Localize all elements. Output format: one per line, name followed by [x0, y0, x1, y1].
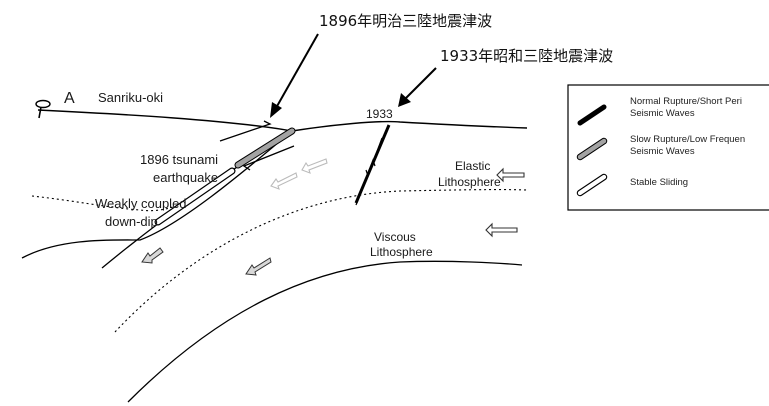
eq-1896-label-line2: earthquake — [153, 170, 218, 185]
seafloor-line — [37, 109, 528, 132]
elastic-viscous-boundary — [114, 189, 528, 333]
legend-slow-line2: Seismic Waves — [630, 146, 695, 157]
legend-stable-line1: Stable Sliding — [630, 177, 688, 188]
arrow-1896-shaft — [275, 33, 319, 109]
legend-slow-line1: Slow Rupture/Low Frequen — [630, 134, 745, 145]
tsunami-1896-annotation: 1896年明治三陸地震津波 — [319, 12, 492, 30]
location-label: Sanriku-oki — [98, 90, 163, 105]
legend-swatch-normal — [577, 104, 607, 126]
slow-rupture-segment — [235, 128, 295, 168]
legend-box — [567, 84, 769, 211]
legend-swatch-slow — [577, 138, 607, 160]
elastic-label-line2: Lithosphere — [438, 175, 501, 189]
map-pin-icon — [35, 99, 51, 119]
legend: Normal Rupture/Short Peri Seismic Waves … — [567, 84, 769, 211]
slab-arrow-deep — [245, 257, 272, 276]
eq-1896-label-line1: 1896 tsunami — [140, 152, 218, 167]
arrow-1896-head — [270, 102, 282, 118]
legend-normal-line2: Seismic Waves — [630, 108, 695, 119]
profile-label: A — [64, 90, 75, 107]
elastic-plate-motion-arrow — [496, 167, 525, 183]
normal-fault-arrow-right — [355, 158, 376, 206]
slab-arrow-shallow — [141, 247, 164, 264]
shear-arrow-lower — [242, 145, 295, 171]
slab-bottom-surface — [127, 260, 523, 403]
slab-arrow-faint-upper — [301, 158, 328, 174]
stable-sliding-segment — [155, 168, 235, 225]
elastic-label-line1: Elastic — [455, 159, 490, 173]
legend-swatch-stable — [577, 174, 607, 196]
arrow-1933-head — [398, 93, 411, 107]
viscous-plate-motion-arrow — [485, 222, 518, 238]
year-1933-label: 1933 — [366, 107, 393, 121]
weak-coupling-label-line2: down-dip — [105, 214, 158, 229]
overriding-plate-boundary — [21, 130, 293, 259]
normal-fault-arrow-left — [365, 137, 383, 178]
arrow-1933-shaft — [404, 67, 437, 100]
weak-coupling-label-line1: Weakly coupled — [95, 196, 187, 211]
tsunami-1933-annotation: 1933年昭和三陸地震津波 — [440, 47, 613, 65]
legend-normal-line1: Normal Rupture/Short Peri — [630, 96, 742, 107]
slab-arrow-faint-lower — [270, 172, 298, 190]
viscous-label-line2: Lithosphere — [370, 245, 433, 259]
viscous-label-line1: Viscous — [374, 230, 416, 244]
shear-arrow-upper — [219, 120, 272, 142]
